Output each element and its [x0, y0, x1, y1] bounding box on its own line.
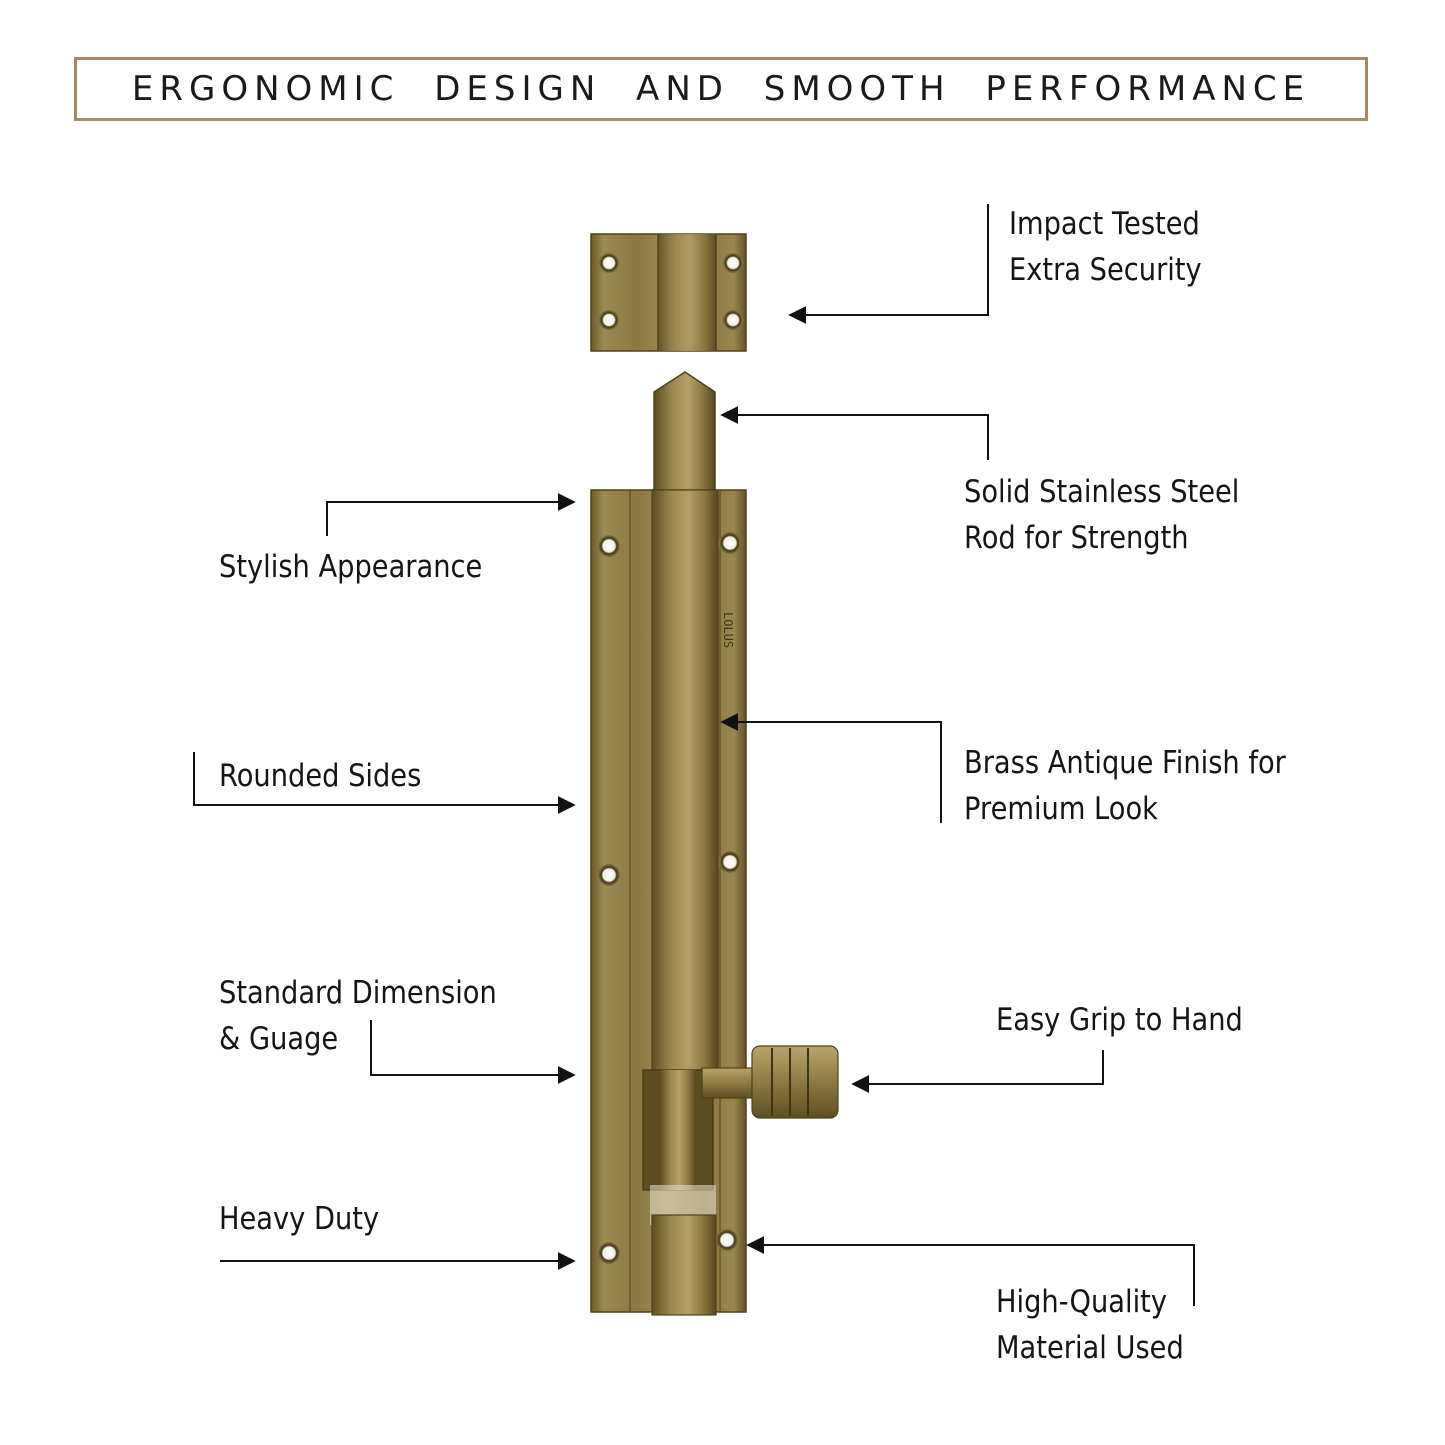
- screw-hole: [719, 851, 741, 873]
- callout-line: Heavy Duty: [219, 1201, 380, 1237]
- callout-line: Standard Dimension: [219, 975, 497, 1011]
- callout-rounded-sides: Rounded Sides: [219, 753, 421, 799]
- leader-rod: [720, 406, 989, 460]
- title-banner: ERGONOMIC DESIGN AND SMOOTH PERFORMANCE: [74, 57, 1368, 121]
- screw-hole: [598, 535, 620, 557]
- leader-impact: [788, 204, 989, 324]
- callout-impact-tested: Impact Tested Extra Security: [1009, 201, 1202, 293]
- leader-rounded: [193, 752, 576, 814]
- screw-hole: [598, 864, 620, 886]
- callout-line: Stylish Appearance: [219, 549, 483, 585]
- callout-easy-grip: Easy Grip to Hand: [996, 997, 1243, 1043]
- screw-hole: [599, 310, 619, 330]
- screw-hole: [716, 1229, 738, 1251]
- callout-line: Material Used: [996, 1330, 1184, 1366]
- callout-line: Impact Tested: [1009, 206, 1200, 242]
- screw-hole: [723, 253, 743, 273]
- callout-line: Brass Antique Finish for: [964, 745, 1286, 781]
- screw-hole: [599, 253, 619, 273]
- callout-line: Premium Look: [964, 791, 1158, 827]
- leader-standard: [370, 1020, 576, 1084]
- base-plate: LOLUS: [590, 489, 747, 1316]
- callout-line: Rounded Sides: [219, 758, 422, 794]
- leader-quality: [746, 1236, 1195, 1306]
- page-title: ERGONOMIC DESIGN AND SMOOTH PERFORMANCE: [131, 69, 1311, 109]
- callout-line: Easy Grip to Hand: [996, 1002, 1243, 1038]
- bolt-rod-tip: [653, 371, 716, 493]
- callout-line: Rod for Strength: [964, 520, 1189, 556]
- callout-standard-dimension: Standard Dimension & Guage: [219, 970, 497, 1062]
- callout-line: Extra Security: [1009, 252, 1202, 288]
- knob-grip: [701, 1045, 839, 1119]
- callout-high-quality: High-Quality Material Used: [996, 1279, 1184, 1371]
- callout-line: Solid Stainless Steel: [964, 474, 1240, 510]
- callout-brass-finish: Brass Antique Finish for Premium Look: [964, 740, 1286, 832]
- callout-line: High-Quality: [996, 1284, 1168, 1320]
- brand-mark: LOLUS: [721, 612, 735, 648]
- screw-hole: [598, 1242, 620, 1264]
- leader-stylish: [326, 493, 576, 536]
- screw-hole: [723, 310, 743, 330]
- callout-stylish-appearance: Stylish Appearance: [219, 544, 482, 590]
- leader-grip: [851, 1050, 1104, 1093]
- callout-heavy-duty: Heavy Duty: [219, 1196, 379, 1242]
- leader-finish: [720, 713, 942, 823]
- callout-line: & Guage: [219, 1021, 339, 1057]
- keeper-strike: [590, 233, 747, 352]
- callout-solid-rod: Solid Stainless Steel Rod for Strength: [964, 469, 1239, 561]
- screw-hole: [719, 532, 741, 554]
